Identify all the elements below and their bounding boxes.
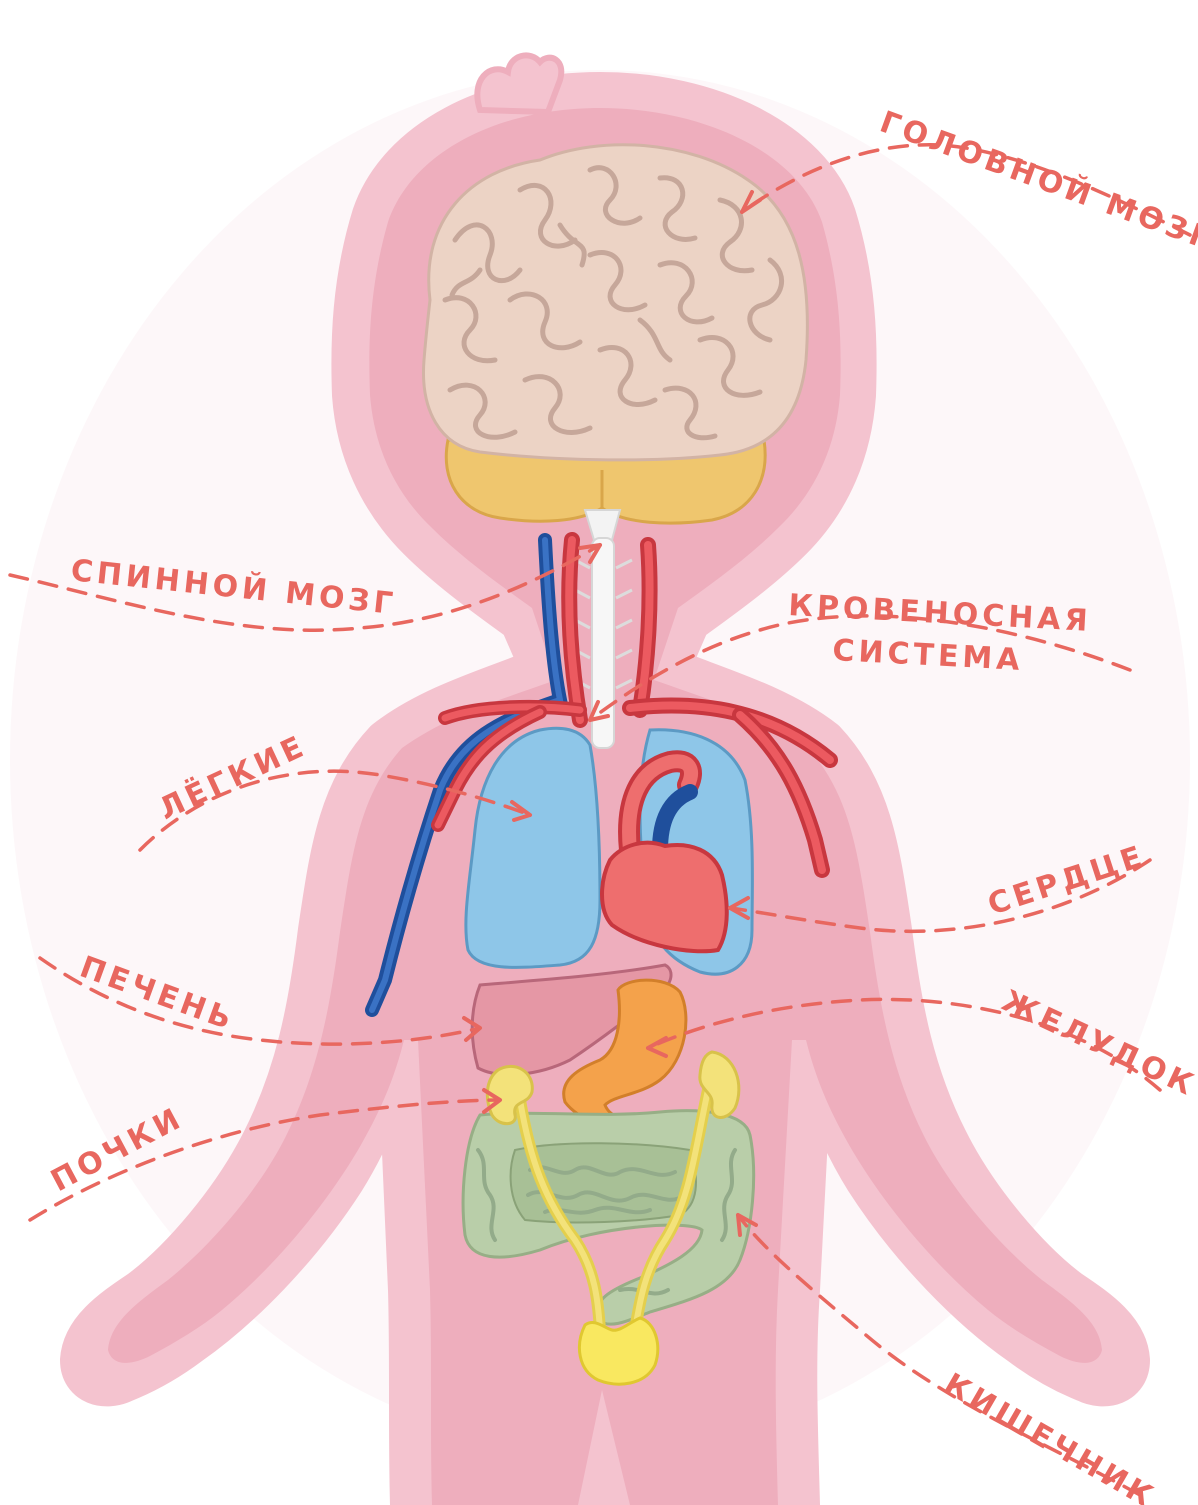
bladder — [579, 1318, 657, 1384]
brain — [423, 145, 807, 523]
hair-tuft — [477, 55, 561, 112]
